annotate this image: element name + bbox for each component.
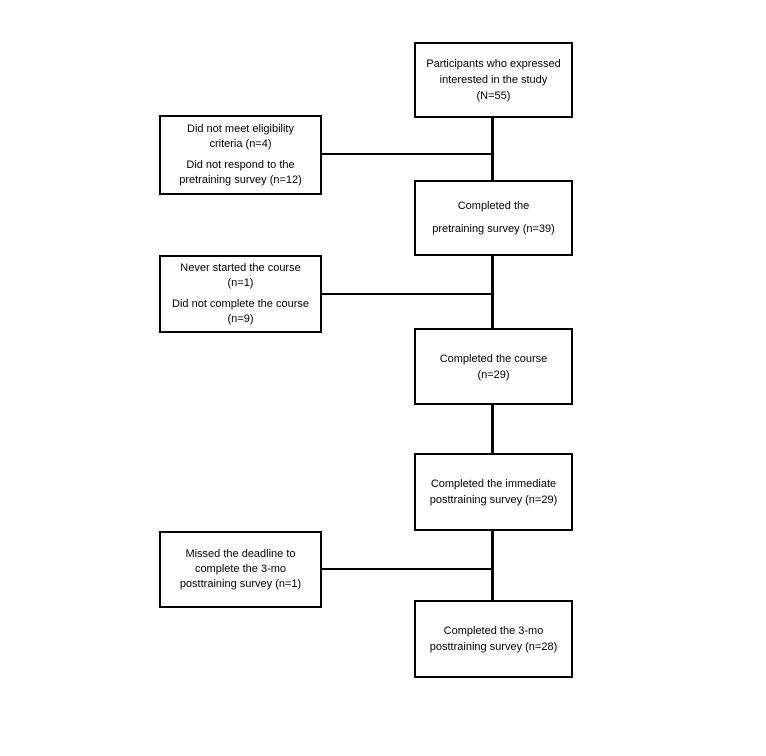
exclusion-course-paragraph-1: Never started the course (n=1) <box>180 262 301 289</box>
flow-box-expressed-interest: Participants who expressed interested in… <box>414 42 573 118</box>
connector-horizontal-pretraining-exclusion <box>321 153 492 155</box>
flow-box-completed-immediate-posttraining-survey: Completed the immediate posttraining sur… <box>414 453 573 531</box>
flow-box-completed-3mo-posttraining-survey: Completed the 3-mo posttraining survey (… <box>414 600 573 678</box>
flow-box-expressed-interest-text: Participants who expressed interested in… <box>426 58 561 102</box>
connector-vertical-interest-to-pretraining <box>491 116 494 181</box>
exclusion-box-3mo: Missed the deadline to complete the 3-mo… <box>159 531 322 608</box>
exclusion-box-course: Never started the course (n=1) Did not c… <box>159 255 322 333</box>
exclusion-course-paragraph-2: Did not complete the course (n=9) <box>172 298 309 325</box>
flow-box-completed-pretraining-survey: Completed the pretraining survey (n=39) <box>414 180 573 256</box>
connector-horizontal-course-exclusion <box>321 293 492 295</box>
flow-box-completed-3mo-posttraining-survey-text: Completed the 3-mo posttraining survey (… <box>429 625 558 653</box>
flow-box-completed-immediate-posttraining-survey-text: Completed the immediate posttraining sur… <box>429 478 558 506</box>
flow-box-completed-pretraining-survey-text: Completed the pretraining survey (n=39) <box>432 200 555 235</box>
connector-vertical-pretraining-to-course <box>491 254 494 329</box>
flow-box-completed-course-text: Completed the course (n=29) <box>439 352 548 381</box>
connector-vertical-immediate-to-3mo <box>491 529 494 601</box>
exclusion-pretraining-paragraph-2: Did not respond to the pretraining surve… <box>179 159 302 186</box>
connector-horizontal-3mo-exclusion <box>321 568 492 570</box>
exclusion-pretraining-paragraph-1: Did not meet eligibility criteria (n=4) <box>187 123 294 150</box>
exclusion-3mo-paragraph-1: Missed the deadline to complete the 3-mo… <box>179 548 302 590</box>
flow-box-completed-course: Completed the course (n=29) <box>414 328 573 405</box>
exclusion-box-pretraining: Did not meet eligibility criteria (n=4) … <box>159 115 322 195</box>
connector-vertical-course-to-immediate <box>491 403 494 454</box>
